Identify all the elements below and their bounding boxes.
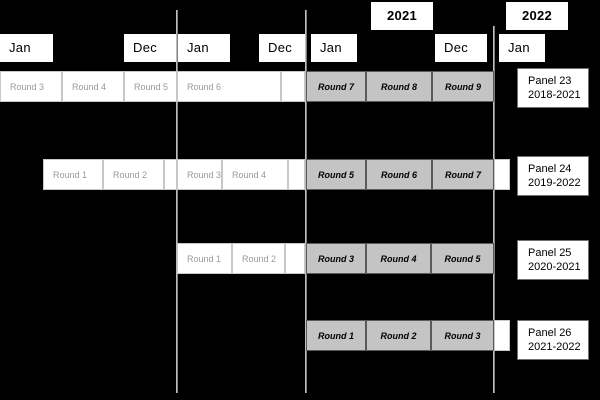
round-block: Round 4: [62, 71, 124, 102]
round-block: Round 2: [103, 159, 164, 190]
year-divider-line: [493, 26, 495, 393]
month-label-jan: Jan: [0, 34, 53, 62]
month-label-jan: Jan: [178, 34, 230, 62]
panel-label-box: Panel 25 2020-2021: [517, 240, 589, 280]
month-label-dec: Dec: [259, 34, 305, 62]
panel-name: Panel 26: [528, 326, 572, 339]
year-divider-line: [176, 10, 178, 393]
round-block: Round 4: [366, 243, 431, 274]
round-block-spacer: [281, 71, 305, 102]
round-block-spacer: [164, 159, 177, 190]
round-block: Round 9: [432, 71, 494, 102]
round-block: Round 3: [0, 71, 62, 102]
month-label-dec: Dec: [435, 34, 487, 62]
round-block: Round 6: [366, 159, 432, 190]
round-block: Round 5: [306, 159, 366, 190]
round-block: Round 2: [366, 320, 431, 351]
panel-name: Panel 23: [528, 74, 572, 87]
round-block: Round 8: [366, 71, 432, 102]
round-block: Round 2: [232, 243, 285, 274]
panel-years: 2020-2021: [528, 261, 581, 273]
round-block: Round 1: [43, 159, 103, 190]
month-label-jan: Jan: [499, 34, 545, 62]
round-block-spacer: [494, 320, 510, 351]
round-block-spacer: [285, 243, 305, 274]
round-block: Round 5: [431, 243, 494, 274]
round-block: Round 6: [177, 71, 281, 102]
panel-years: 2018-2021: [528, 89, 581, 101]
month-label-dec: Dec: [124, 34, 176, 62]
round-block-spacer: [288, 159, 305, 190]
panel-label-box: Panel 24 2019-2022: [517, 156, 589, 196]
round-block: Round 5: [124, 71, 177, 102]
round-block: Round 7: [432, 159, 494, 190]
panel-label-box: Panel 23 2018-2021: [517, 68, 589, 108]
year-divider-line: [305, 10, 307, 393]
round-block-spacer: [494, 159, 510, 190]
panel-years: 2021-2022: [528, 341, 581, 353]
round-block: Round 3: [431, 320, 494, 351]
panel-years: 2019-2022: [528, 177, 581, 189]
round-block: Round 1: [177, 243, 232, 274]
month-label-jan: Jan: [311, 34, 357, 62]
year-label-2022: 2022: [506, 2, 568, 30]
panel-name: Panel 24: [528, 162, 572, 175]
round-block: Round 3: [177, 159, 222, 190]
round-block: Round 4: [222, 159, 288, 190]
round-block: Round 1: [306, 320, 366, 351]
panel-label-box: Panel 26 2021-2022: [517, 320, 589, 360]
year-label-2021: 2021: [371, 2, 433, 30]
round-block: Round 3: [306, 243, 366, 274]
round-block: Round 7: [306, 71, 366, 102]
panel-name: Panel 25: [528, 246, 572, 259]
